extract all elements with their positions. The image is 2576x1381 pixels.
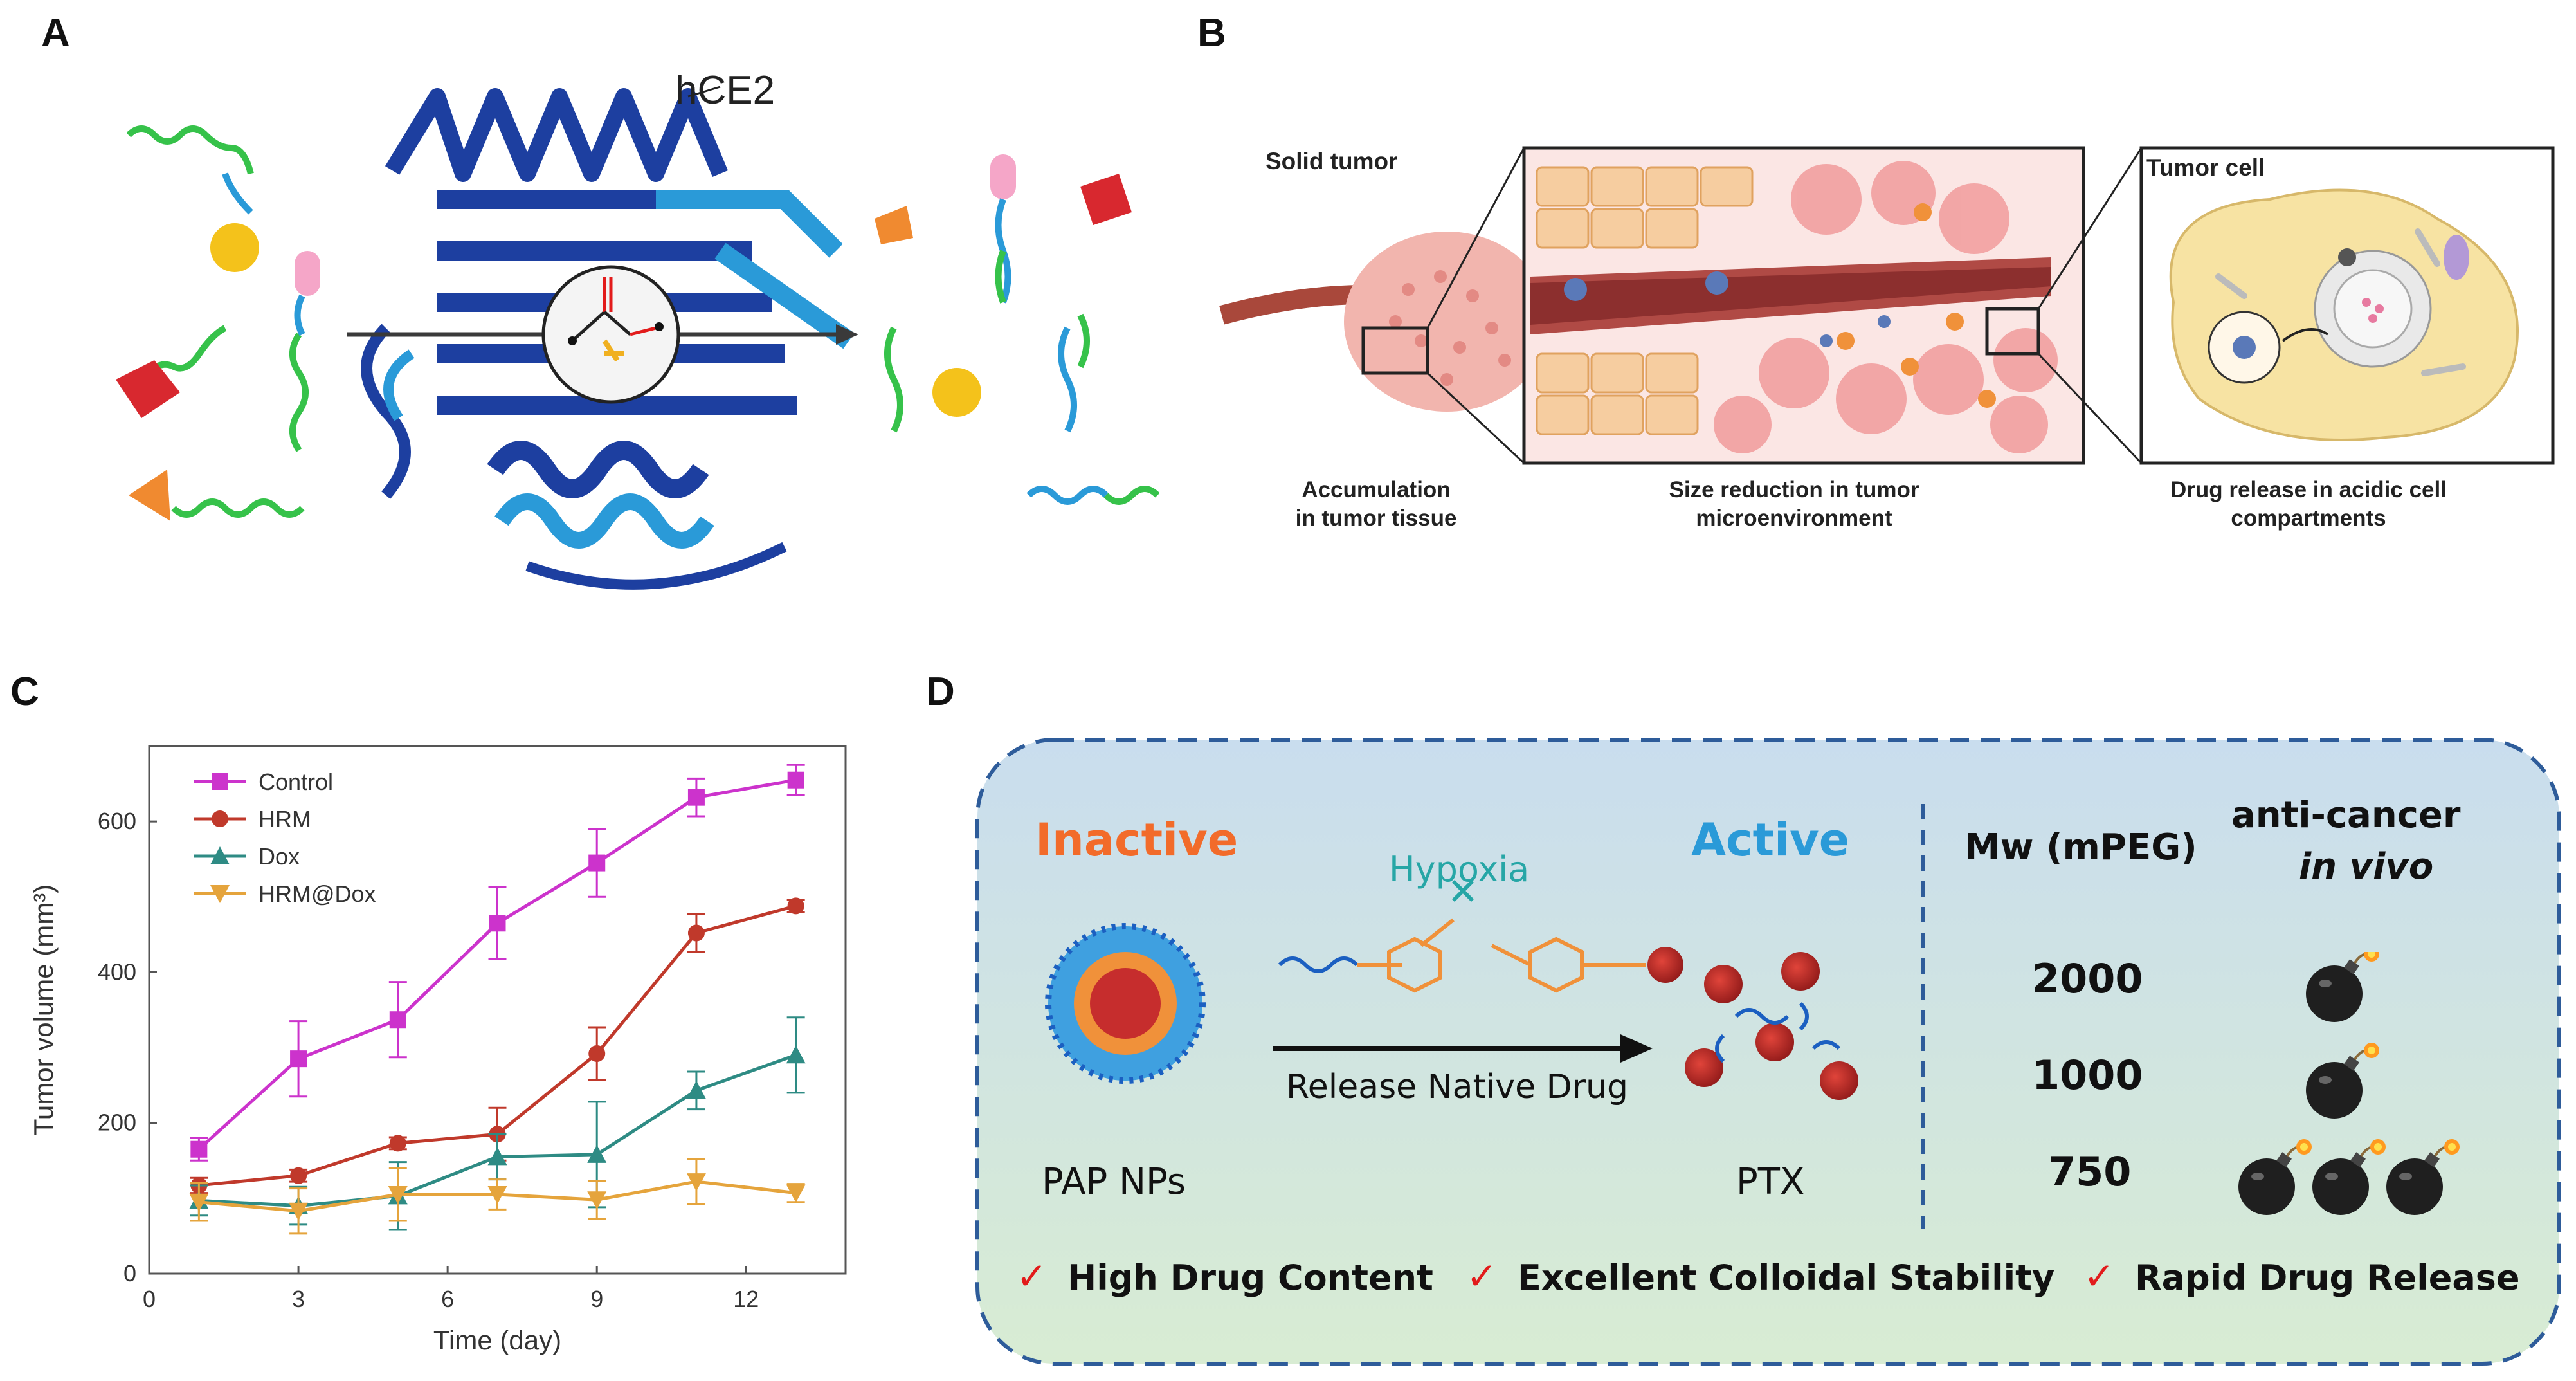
- data-point-HRM@Dox: [289, 1202, 309, 1221]
- plot-frame: [148, 745, 847, 1275]
- data-point-HRM: [588, 1045, 606, 1062]
- feature-2: Excellent Colloidal Stability: [1518, 1258, 2055, 1298]
- panel-d-illustration: [975, 738, 2561, 1366]
- panel-b-letter: B: [1197, 11, 1226, 55]
- data-point-HRM@Dox: [487, 1186, 507, 1204]
- substrate-molecules-left: [116, 125, 320, 521]
- data-point-HRM@Dox: [189, 1193, 209, 1212]
- caption-drug-release: Drug release in acidic cell compartments: [2170, 477, 2447, 531]
- feature-3: Rapid Drug Release: [2135, 1258, 2520, 1298]
- panel-c-letter: C: [10, 670, 39, 714]
- panel-b-illustration: [1219, 146, 2555, 465]
- bomb-ratings: [2238, 952, 2460, 1215]
- bomb-icon: [2306, 1043, 2379, 1119]
- legend-label: HRM: [259, 806, 311, 832]
- data-point-Control: [588, 854, 606, 872]
- y-axis-label: Tumor volume (mm³): [28, 884, 59, 1135]
- data-point-Control: [389, 1011, 406, 1029]
- data-point-HRM: [290, 1167, 307, 1184]
- series-line-Control: [197, 778, 797, 1151]
- data-point-Dox: [587, 1144, 607, 1163]
- data-point-HRM: [389, 1135, 406, 1152]
- check-icon-2: ✓: [1466, 1254, 1498, 1298]
- x-tick-label: 9: [590, 1286, 603, 1312]
- panel-a-letter: A: [41, 11, 70, 55]
- caption-accumulation: Accumulation in tumor tissue: [1295, 477, 1457, 531]
- bomb-icon: [2238, 1139, 2312, 1215]
- anti-cancer-header: anti-cancer: [2231, 794, 2461, 836]
- y-tick-label: 400: [98, 958, 136, 985]
- x-tick-label: 6: [441, 1286, 454, 1312]
- data-point-Dox: [786, 1045, 806, 1064]
- legend-marker: [210, 846, 230, 864]
- inactive-label: Inactive: [1035, 814, 1238, 866]
- x-axis-label: Time (day): [433, 1325, 561, 1355]
- caption-size-reduction: Size reduction in tumor microenvironment: [1669, 477, 1919, 531]
- hypoxia-label: Hypoxia: [1389, 849, 1530, 890]
- legend-label: Dox: [259, 843, 300, 870]
- arrow-label: Release Native Drug: [1286, 1068, 1628, 1106]
- ptx-drug-icon: [1685, 952, 1858, 1100]
- solid-tumor-label: Solid tumor: [1265, 148, 1398, 174]
- legend-marker: [210, 885, 230, 903]
- prodrug-molecule: [1278, 879, 1683, 993]
- enzyme-label: hCE2: [675, 68, 776, 113]
- data-point-Control: [290, 1050, 307, 1068]
- data-point-Control: [190, 1140, 208, 1158]
- mw-header: Mw (mPEG): [1964, 827, 2197, 868]
- check-icon-3: ✓: [2083, 1254, 2115, 1298]
- pap-label: PAP NPs: [1042, 1161, 1186, 1203]
- in-vivo-header: in vivo: [2299, 846, 2434, 888]
- legend-label: HRM@Dox: [259, 881, 376, 907]
- data-point-HRM: [787, 897, 804, 915]
- data-point-Dox: [487, 1147, 507, 1166]
- pap-nanoparticle-icon: [1045, 923, 1206, 1084]
- data-point-Control: [787, 771, 804, 789]
- bomb-icon: [2386, 1139, 2460, 1215]
- panel-d-letter: D: [926, 670, 955, 714]
- mw-value-row-1: 2000: [2032, 955, 2143, 1002]
- legend-marker: [212, 773, 228, 790]
- data-point-HRM@Dox: [587, 1191, 607, 1210]
- bomb-icon: [2306, 952, 2379, 1022]
- product-molecules-right: [875, 154, 1160, 505]
- data-point-Dox: [686, 1081, 706, 1099]
- x-tick-label: 12: [733, 1286, 759, 1312]
- data-point-HRM: [687, 924, 705, 942]
- data-point-HRM@Dox: [686, 1173, 706, 1192]
- ester-bond-icon: [541, 265, 680, 404]
- data-point-Control: [687, 789, 705, 806]
- ptx-label: PTX: [1736, 1161, 1805, 1203]
- check-icon-1: ✓: [1016, 1254, 1048, 1298]
- x-tick-label: 3: [292, 1286, 305, 1312]
- x-tick-label: 0: [143, 1286, 156, 1312]
- y-tick-label: 200: [98, 1110, 136, 1136]
- tumor-cell-label: Tumor cell: [2146, 154, 2265, 181]
- legend-label: Control: [259, 769, 333, 795]
- data-point-Control: [489, 915, 506, 932]
- active-label: Active: [1691, 814, 1850, 866]
- bomb-icon: [2312, 1139, 2386, 1215]
- mw-value-row-3: 750: [2048, 1148, 2132, 1195]
- y-tick-label: 0: [123, 1260, 136, 1286]
- mw-value-row-2: 1000: [2032, 1052, 2143, 1099]
- data-point-HRM@Dox: [388, 1186, 408, 1204]
- data-point-HRM@Dox: [786, 1184, 806, 1203]
- feature-1: High Drug Content: [1067, 1258, 1433, 1298]
- legend-marker: [212, 810, 228, 827]
- y-tick-label: 600: [98, 808, 136, 834]
- panel-a-illustration: [116, 86, 1160, 590]
